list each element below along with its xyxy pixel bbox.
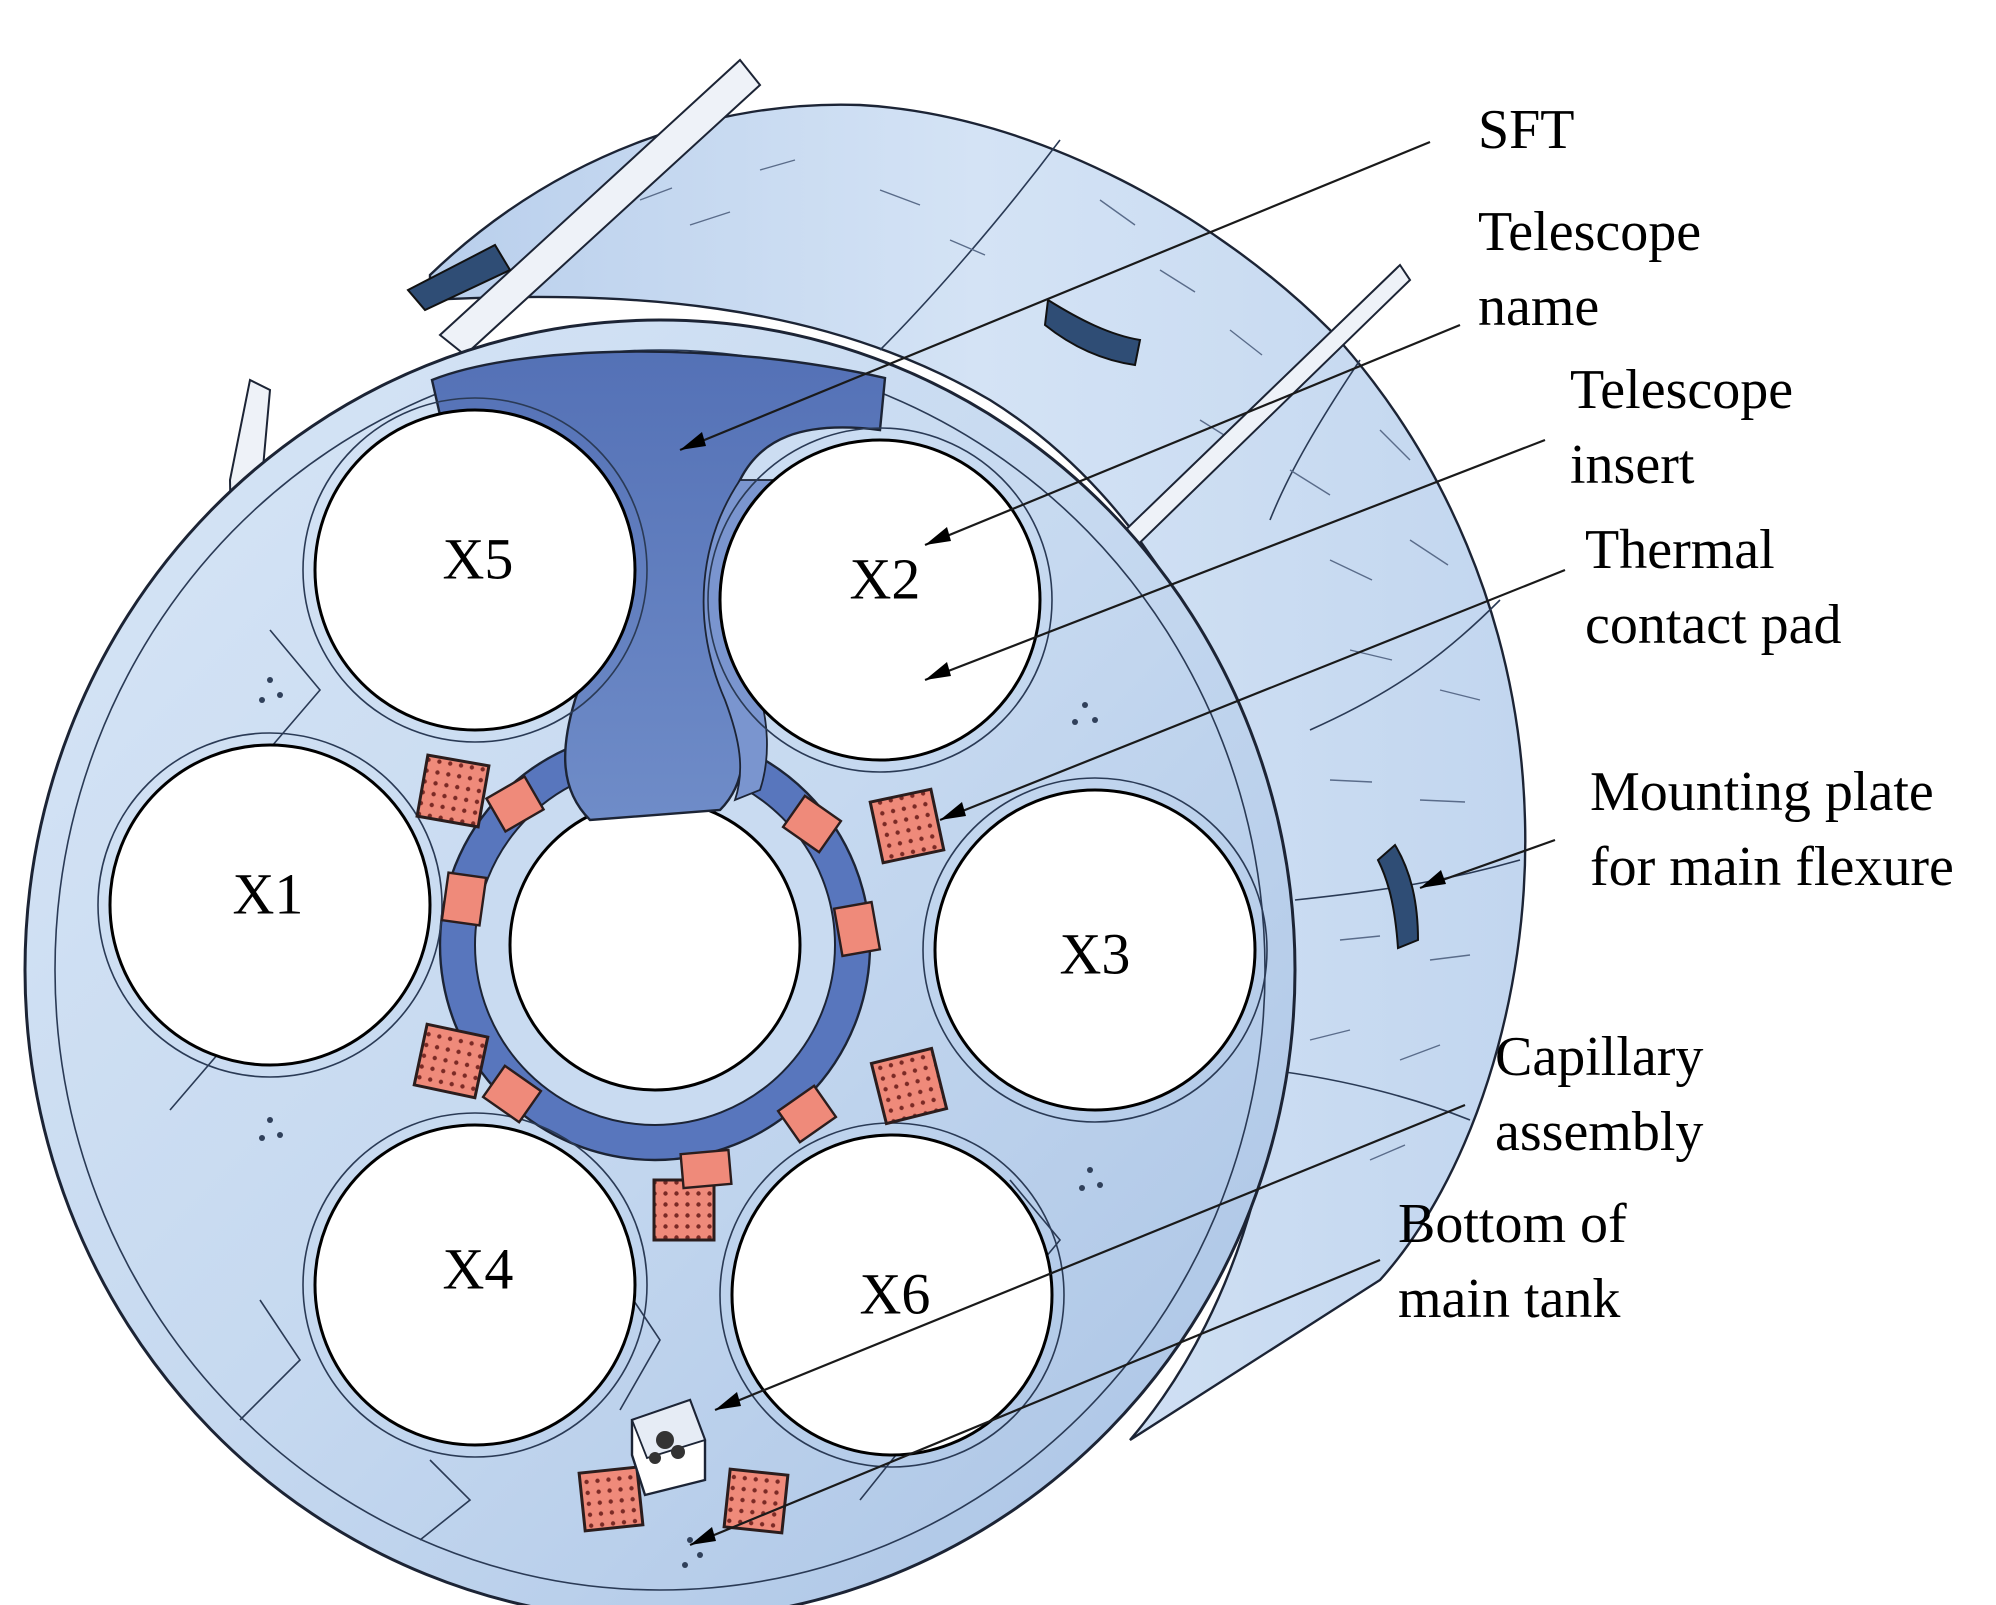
- callout-telescope-name-2: name: [1478, 276, 1599, 338]
- center-hole: [508, 798, 802, 1092]
- telescope-hole-x6: [730, 1133, 1054, 1457]
- mounting-plate: [1376, 843, 1420, 950]
- thermal-pad: [868, 787, 946, 865]
- ring-pad: [776, 1084, 838, 1144]
- telescope-hole-x4: [313, 1123, 637, 1447]
- callout-mounting-plate-2: for main flexure: [1590, 836, 1954, 898]
- mounting-plate: [406, 243, 512, 312]
- callout-sft: SFT: [1478, 99, 1575, 161]
- leader-capillary: [714, 1103, 1466, 1412]
- leader-thermal-pad: [939, 568, 1566, 822]
- insert-rim: [97, 732, 443, 1078]
- telescope-hole-x3: [933, 788, 1257, 1112]
- callout-telescope-name-1: Telescope: [1478, 201, 1701, 263]
- thermal-pad: [652, 1178, 716, 1242]
- thermal-pad: [577, 1465, 645, 1533]
- telescope-label-x5: X5: [443, 526, 514, 591]
- ring-pad: [440, 871, 488, 927]
- drum-shading: [639, 159, 1481, 1161]
- ring-pad: [679, 1148, 733, 1190]
- drum-seam: [1294, 859, 1521, 901]
- callout-thermal-pad-2: contact pad: [1585, 594, 1842, 656]
- callout-bottom-tank-2: main tank: [1398, 1268, 1620, 1330]
- insert-rim: [922, 777, 1268, 1123]
- drum-seam: [1269, 1069, 1471, 1121]
- telescope-label-x1: X1: [233, 861, 304, 926]
- cylinder-drum: [428, 103, 1527, 1442]
- insert-rim: [302, 397, 648, 743]
- capillary-assembly: [630, 1398, 707, 1497]
- drum-seam: [879, 139, 1061, 351]
- telescope-label-x3: X3: [1060, 921, 1131, 986]
- leader-sft: [679, 140, 1431, 452]
- leader-bottom-tank: [689, 1258, 1381, 1547]
- callout-mounting-plate-1: Mounting plate: [1590, 761, 1934, 823]
- leader-telescope-insert: [924, 438, 1546, 682]
- ring-pad: [832, 900, 882, 958]
- telescope-label-x4: X4: [443, 1236, 514, 1301]
- drum-seam: [1269, 359, 1361, 521]
- callout-thermal-pad-1: Thermal: [1585, 519, 1775, 581]
- mounting-plate: [1043, 298, 1142, 367]
- telescope-hole-x1: [108, 743, 432, 1067]
- callout-capillary-1: Capillary: [1495, 1026, 1703, 1088]
- ring-pad: [481, 1064, 543, 1124]
- drum-seam: [1309, 599, 1501, 731]
- front-plate-rim: [54, 349, 1266, 1591]
- thermal-pad: [412, 1022, 490, 1100]
- telescope-label-x2: X2: [850, 546, 921, 611]
- telescope-label-x6: X6: [860, 1261, 931, 1326]
- insert-rim: [302, 1112, 648, 1458]
- ring-pad: [781, 794, 843, 854]
- bolt-pattern: [259, 677, 1103, 1568]
- callout-bottom-tank-1: Bottom of: [1398, 1193, 1627, 1255]
- arrowheads: [680, 432, 1446, 1545]
- callout-capillary-2: assembly: [1495, 1101, 1703, 1163]
- thermal-pad: [722, 1467, 790, 1535]
- ring-pad: [484, 774, 546, 834]
- insert-rim: [707, 427, 1053, 773]
- leader-telescope-name: [924, 323, 1461, 547]
- telescope-hole-x5: [313, 408, 637, 732]
- callout-telescope-insert-2: insert: [1570, 434, 1695, 496]
- telescope-hole-x2: [718, 438, 1042, 762]
- thermal-pad: [415, 753, 491, 829]
- rail-tube: [438, 58, 762, 357]
- callout-telescope-insert-1: Telescope: [1570, 359, 1793, 421]
- thermal-pad: [869, 1046, 949, 1126]
